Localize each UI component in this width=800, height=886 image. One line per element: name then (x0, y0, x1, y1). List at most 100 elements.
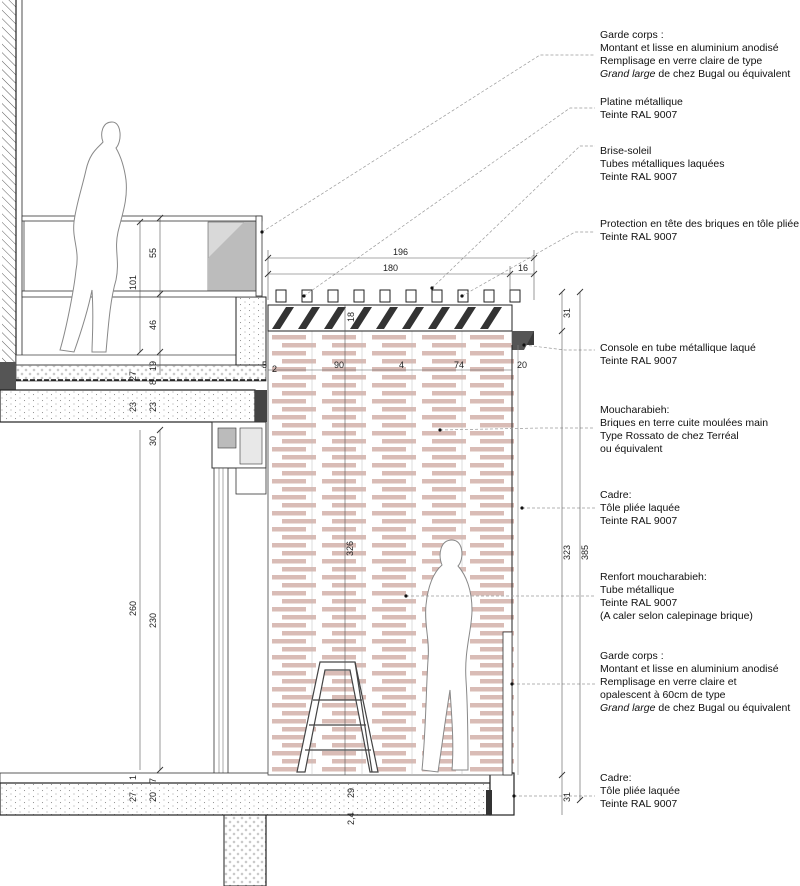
brick (470, 335, 504, 340)
brick (382, 551, 416, 556)
upper-wall-hatch (2, 0, 16, 362)
brick (332, 615, 366, 620)
brick (272, 351, 306, 356)
brick (480, 567, 514, 572)
brick (382, 439, 416, 444)
cap-stripe (350, 307, 372, 329)
brick (372, 543, 406, 548)
brick (332, 487, 366, 492)
brick (322, 559, 356, 564)
upper-concrete-slab (0, 389, 256, 423)
brick (382, 343, 416, 348)
dim-23-b: 23 (148, 402, 158, 412)
brick (470, 751, 504, 756)
brick (272, 383, 306, 388)
brick (432, 743, 466, 748)
brick (432, 439, 466, 444)
brick (322, 495, 356, 500)
brick (432, 423, 466, 428)
brick (372, 703, 406, 708)
brick (332, 519, 366, 524)
brick (470, 703, 504, 708)
brick (480, 487, 514, 492)
brick (372, 479, 406, 484)
cap-stripe (428, 307, 450, 329)
brick (322, 367, 356, 372)
brick (322, 383, 356, 388)
brick (470, 399, 504, 404)
brick (272, 335, 306, 340)
brick (332, 503, 366, 508)
brick (422, 351, 456, 356)
brick (372, 591, 406, 596)
annotation-line: Cadre: (600, 489, 632, 501)
brick (322, 719, 356, 724)
brick (322, 463, 356, 468)
brick (332, 439, 366, 444)
brick (282, 455, 316, 460)
annotation-brise-soleil: Brise-soleil Tubes métalliques laquées T… (600, 145, 725, 184)
brick (432, 359, 466, 364)
brick (382, 759, 416, 764)
annotation-line: Teinte RAL 9007 (600, 355, 678, 367)
brick (332, 727, 366, 732)
brick (322, 591, 356, 596)
brick (422, 383, 456, 388)
brick (422, 447, 456, 452)
brick (422, 559, 456, 564)
brick (332, 759, 366, 764)
brick (282, 615, 316, 620)
brick (382, 471, 416, 476)
brick (282, 663, 316, 668)
brick (322, 399, 356, 404)
dim-16: 16 (518, 263, 528, 273)
annotation-protection: Protection en tête des briques en tôle p… (600, 218, 799, 244)
brick (372, 511, 406, 516)
dim-29: 29 (346, 788, 356, 798)
brick (470, 607, 504, 612)
brick (382, 407, 416, 412)
brick (422, 767, 456, 772)
brick (272, 527, 306, 532)
window-frame-vertical (213, 467, 229, 779)
leader-lines (261, 54, 595, 797)
brick (332, 711, 366, 716)
brick (432, 407, 466, 412)
brick (382, 679, 416, 684)
brick (332, 583, 366, 588)
brick (272, 591, 306, 596)
brick (282, 567, 316, 572)
annotation-line: Tubes métalliques laquées (600, 158, 725, 170)
brick (432, 727, 466, 732)
annotation-line: opalescent à 60cm de type (600, 689, 726, 701)
brick (480, 375, 514, 380)
brick (470, 671, 504, 676)
annotation-line: Teinte RAL 9007 (600, 109, 678, 121)
brick (480, 583, 514, 588)
annotation-text: de chez Bugal ou équivalent (655, 702, 791, 714)
brick (480, 647, 514, 652)
brise-soleil-tube (483, 289, 495, 303)
brick (332, 471, 366, 476)
brick (470, 511, 504, 516)
brick (432, 375, 466, 380)
dim-260: 260 (128, 601, 138, 616)
brick (382, 359, 416, 364)
annotation-line: Teinte RAL 9007 (600, 231, 678, 243)
brick (272, 671, 306, 676)
brick (470, 559, 504, 564)
brick (282, 471, 316, 476)
brick (272, 767, 306, 772)
annotation-line: Tôle pliée laquée (600, 502, 680, 514)
brick (282, 695, 316, 700)
brick (322, 623, 356, 628)
brick (382, 583, 416, 588)
brick (422, 543, 456, 548)
dim-27-lower: 27 (128, 792, 138, 802)
annotation-cadre-upper: Cadre: Tôle pliée laquée Teinte RAL 9007 (600, 489, 680, 528)
brick (272, 575, 306, 580)
brick (272, 687, 306, 692)
brick (322, 655, 356, 660)
brick (422, 335, 456, 340)
